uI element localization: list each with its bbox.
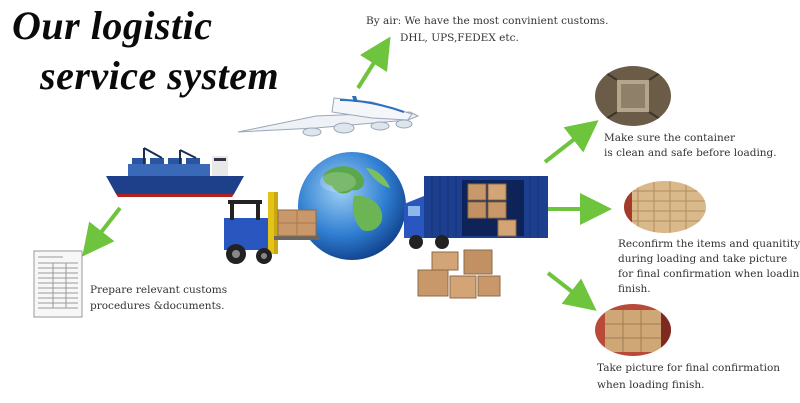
page-title-line-1: Our logistic [12, 3, 213, 48]
arrow-air-icon [356, 36, 391, 90]
container-caption-line-2: is clean and safe before loading. [604, 147, 777, 159]
container-caption-line-1: Make sure the container [604, 132, 735, 144]
arrow-container-icon [543, 120, 599, 164]
forklift-icon [224, 192, 320, 264]
page-title-line-2: service system [40, 53, 280, 98]
air-caption-line-2: DHL, UPS,FEDEX etc. [400, 32, 519, 44]
final-loading-photo-icon [595, 304, 671, 356]
final-caption-line-1: Take picture for final confirmation [597, 362, 781, 374]
customs-document-icon [33, 250, 83, 318]
truck-icon [404, 176, 548, 249]
empty-container-photo-icon [595, 66, 671, 126]
final-caption-line-2: when loading finish. [597, 379, 705, 391]
reconfirm-caption-line-1: Reconfirm the items and quanitity [618, 238, 800, 250]
reconfirm-caption-line-4: finish. [618, 283, 651, 295]
boxes-pile-icon [417, 249, 501, 299]
arrow-final-icon [546, 271, 597, 311]
globe-icon [298, 152, 406, 260]
customs-caption-line-1: Prepare relevant customs [90, 284, 228, 296]
cargo-ship-icon [106, 147, 244, 197]
reconfirm-caption-line-2: during loading and take picture [618, 253, 788, 265]
airplane-icon [237, 96, 420, 137]
air-caption-line-1: By air: We have the most convinient cust… [366, 15, 609, 27]
loaded-boxes-photo-icon [624, 181, 706, 233]
customs-caption-line-2: procedures &documents. [90, 300, 225, 312]
reconfirm-caption-line-3: for final confirmation when loading [618, 268, 800, 280]
arrow-customs-icon [82, 206, 122, 257]
